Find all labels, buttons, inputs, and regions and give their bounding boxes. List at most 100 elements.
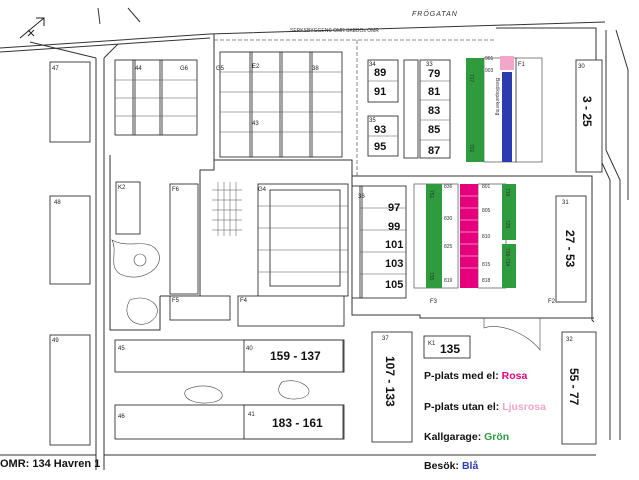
svg-text:47: 47: [52, 66, 59, 72]
svg-text:805: 805: [482, 208, 491, 214]
legend-item-rosa: P-plats med el: Rosa: [424, 370, 527, 382]
svg-text:718: 718: [504, 188, 510, 197]
svg-text:43: 43: [252, 121, 259, 127]
svg-text:819: 819: [444, 278, 453, 284]
svg-text:38: 38: [312, 66, 319, 72]
svg-text:27 - 53: 27 - 53: [563, 230, 577, 268]
svg-text:F6: F6: [172, 187, 180, 193]
svg-text:101: 101: [385, 239, 403, 251]
svg-text:91: 91: [374, 86, 386, 98]
svg-text:825: 825: [444, 244, 453, 250]
svg-text:E2: E2: [252, 64, 260, 70]
svg-text:G4: G4: [258, 187, 267, 193]
svg-text:903: 903: [485, 68, 494, 74]
svg-text:801: 801: [482, 184, 491, 190]
buildings-left: [49, 51, 349, 446]
parking-labels: 901 903 717 701 836 830 825 819 801 805 …: [428, 56, 510, 284]
svg-text:830: 830: [444, 216, 453, 222]
svg-text:810: 810: [482, 234, 491, 240]
svg-text:836: 836: [444, 184, 453, 190]
north-arrow-icon: [19, 17, 45, 39]
legend-value-rosa: Rosa: [501, 370, 528, 382]
legend-item-gron: Kallgarage: Grön: [424, 431, 509, 443]
svg-text:K2: K2: [118, 185, 126, 191]
svg-text:107 - 133: 107 - 133: [383, 356, 397, 407]
svg-text:725: 725: [504, 220, 510, 229]
svg-text:3 - 25: 3 - 25: [580, 96, 594, 127]
svg-text:K1: K1: [428, 341, 436, 347]
svg-text:717: 717: [468, 74, 474, 83]
parking-717-701: [466, 58, 484, 162]
svg-text:159 - 137: 159 - 137: [270, 349, 321, 363]
legend-item-bla: Besök: Blå: [424, 460, 478, 472]
svg-text:95: 95: [374, 141, 386, 153]
svg-text:85: 85: [428, 124, 440, 136]
svg-text:46: 46: [118, 414, 125, 420]
roads: [0, 7, 629, 470]
svg-text:40: 40: [246, 346, 253, 352]
svg-text:815: 815: [482, 262, 491, 268]
legend-label: Besök:: [424, 460, 462, 472]
svg-text:735: 735: [428, 272, 434, 281]
svg-text:87: 87: [428, 145, 440, 157]
svg-text:55 - 77: 55 - 77: [567, 368, 581, 406]
legend-value-bla: Blå: [461, 460, 479, 472]
building-numbers: 89 91 79 81 83 93 95 85 87 97 99 101 103…: [270, 67, 594, 430]
parking-visitor: [502, 72, 512, 162]
svg-text:135: 135: [440, 342, 460, 356]
svg-text:901: 901: [485, 56, 494, 62]
legend-label: P-plats med el:: [424, 370, 502, 382]
svg-text:33: 33: [426, 62, 433, 68]
svg-text:F2: F2: [548, 299, 556, 305]
parking-726-734: [502, 244, 516, 288]
legend-label: Kallgarage:: [424, 431, 485, 443]
svg-text:41: 41: [248, 412, 255, 418]
svg-text:45: 45: [118, 346, 125, 352]
svg-text:F3: F3: [430, 299, 438, 305]
svg-text:44: 44: [135, 66, 142, 72]
svg-text:37: 37: [382, 336, 389, 342]
svg-text:G5: G5: [216, 66, 225, 72]
svg-text:93: 93: [374, 124, 386, 136]
svg-text:726-734: 726-734: [504, 248, 510, 267]
svg-text:34: 34: [369, 62, 376, 68]
block-codes: 47 44 G6 G5 E2 38 34 35 33 43 K2 F6 G4 4…: [52, 62, 585, 420]
svg-text:818: 818: [482, 278, 491, 284]
svg-text:G6: G6: [180, 66, 189, 72]
area-label: OMR: 134 Havren 1: [0, 458, 101, 470]
svg-text:31: 31: [562, 200, 569, 206]
street-name: FRÖGATAN: [412, 10, 458, 18]
svg-text:F5: F5: [172, 298, 180, 304]
svg-text:48: 48: [54, 200, 61, 206]
parking-751-735: [426, 184, 442, 288]
svg-text:32: 32: [566, 337, 573, 343]
svg-text:81: 81: [428, 86, 440, 98]
svg-text:99: 99: [388, 221, 400, 233]
legend-item-ljusrosa: P-plats utan el: Ljusrosa: [424, 401, 546, 413]
svg-text:35: 35: [369, 118, 376, 124]
svg-text:97: 97: [388, 202, 400, 214]
svg-text:103: 103: [385, 258, 403, 270]
svg-text:79: 79: [428, 68, 440, 80]
svg-text:49: 49: [52, 338, 59, 344]
legend-label: P-plats utan el:: [424, 401, 503, 413]
parking-836-819: [460, 184, 478, 288]
parking-901-903: [500, 56, 514, 70]
svg-text:751: 751: [428, 190, 434, 199]
legend-value-gron: Grön: [484, 431, 510, 443]
parking-718-725: [502, 184, 516, 240]
svg-text:36: 36: [358, 194, 365, 200]
svg-text:701: 701: [468, 144, 474, 153]
svg-text:F1: F1: [518, 62, 526, 68]
svg-text:83: 83: [428, 105, 440, 117]
legend-value-ljusrosa: Ljusrosa: [502, 401, 546, 413]
district-label: SERKSBYGGENS OMR SKEBOs OMR: [290, 28, 379, 34]
svg-text:89: 89: [374, 67, 386, 79]
svg-text:105: 105: [385, 279, 403, 291]
visitor-parking-label: Besöksparkering: [494, 78, 500, 115]
svg-text:30: 30: [578, 64, 585, 70]
svg-text:F4: F4: [240, 298, 248, 304]
playground: [111, 239, 160, 325]
svg-text:183 - 161: 183 - 161: [272, 416, 323, 430]
